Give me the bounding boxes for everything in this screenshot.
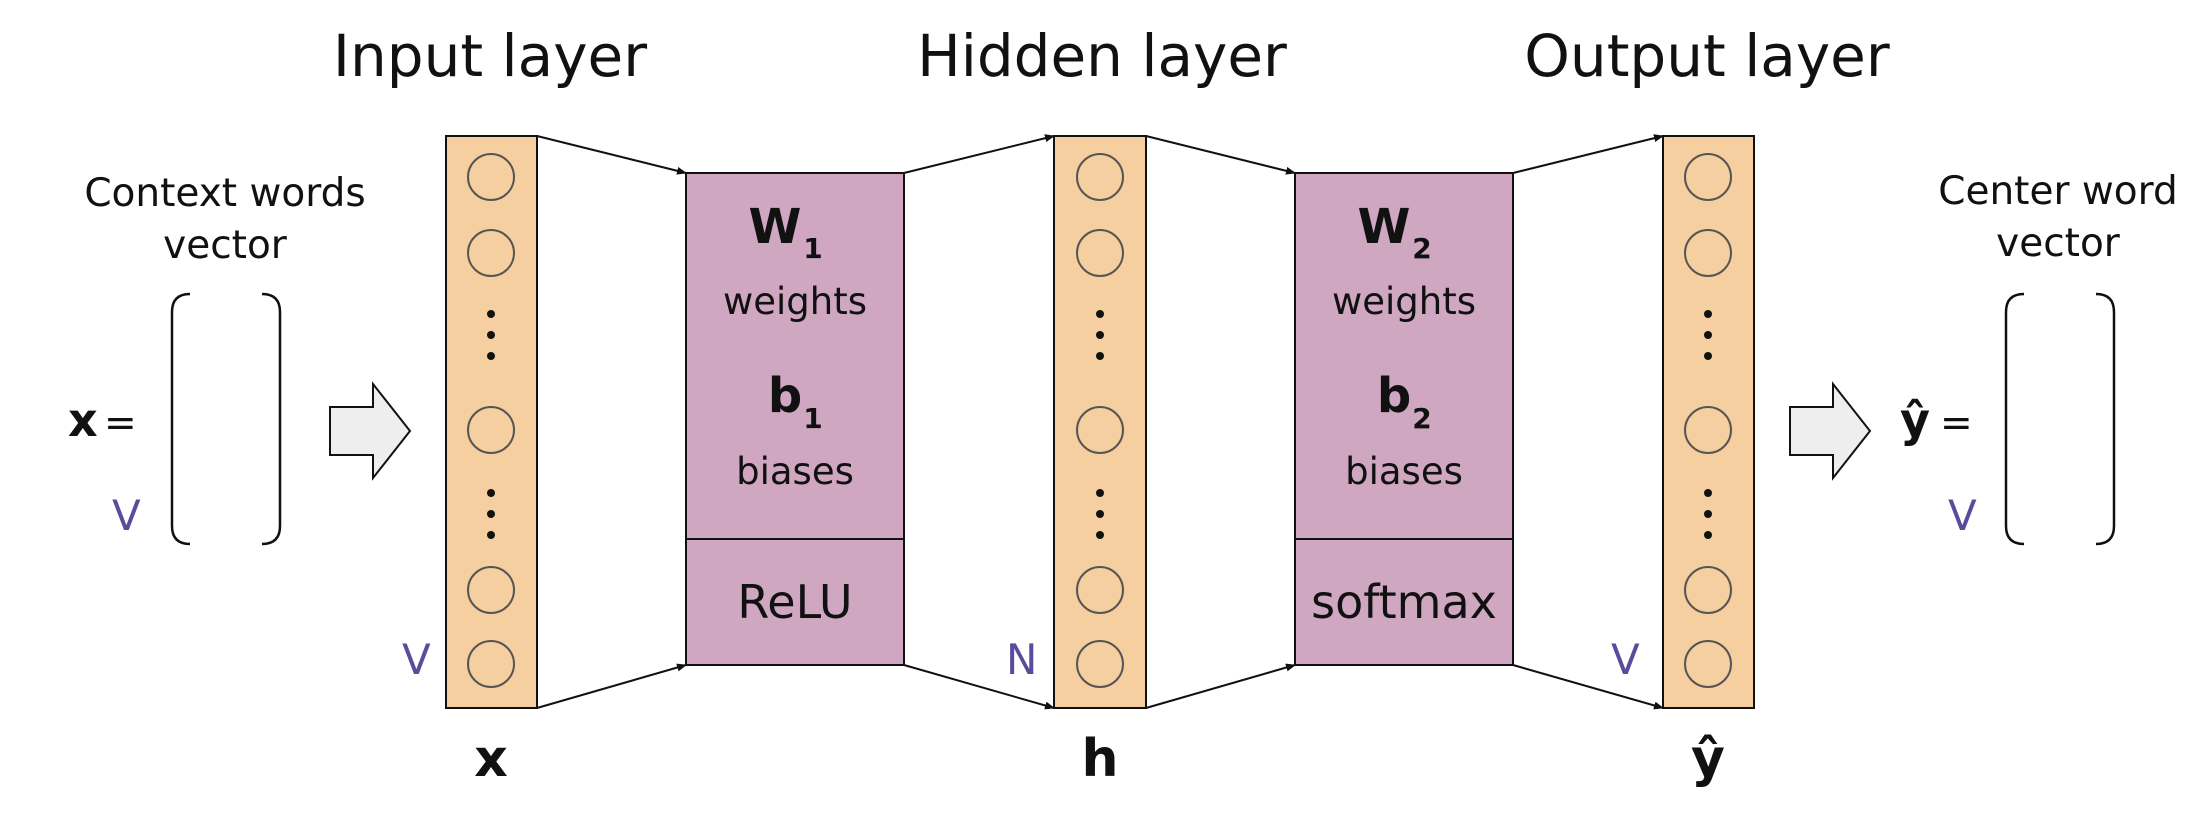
right-bracket-close [2095, 292, 2116, 546]
hidden-ellipsis-vertical-ellipsis-icon [1096, 331, 1104, 339]
block-1-weight-symbol: W [749, 199, 802, 255]
block-1-box [685, 172, 905, 666]
title-hidden-layer: Hidden layer [917, 22, 1287, 90]
right-bracket-open [2004, 292, 2025, 546]
connector-block1-bottom [903, 664, 1055, 710]
input-neuron-circle-icon [467, 153, 515, 201]
hidden-layer-dim-label: N [1006, 635, 1037, 684]
input-neuron-circle-icon [467, 229, 515, 277]
hidden-neuron-circle-icon [1076, 406, 1124, 454]
hidden-layer-label: h [1081, 729, 1118, 789]
hidden-layer-column [1053, 135, 1147, 709]
left-dim-label: V [112, 491, 141, 540]
hidden-neuron-circle-icon [1076, 566, 1124, 614]
left-var-symbol: x [68, 393, 98, 447]
input-layer-dim-label: V [402, 635, 431, 684]
left-equals: = [104, 401, 137, 446]
output-neuron-circle-icon [1684, 153, 1732, 201]
output-block-arrow-icon [1789, 381, 1872, 481]
block-2-bias-text: biases [1345, 450, 1463, 493]
left-bracket-close [261, 292, 282, 546]
connector-block1-top [903, 134, 1055, 174]
input-block-arrow-icon [329, 381, 412, 481]
input-ellipsis-vertical-ellipsis-icon [487, 331, 495, 339]
block-1-bias-subscript: 1 [803, 402, 822, 435]
right-equals: = [1940, 401, 1973, 446]
output-neuron-circle-icon [1684, 406, 1732, 454]
hidden-neuron-circle-icon [1076, 640, 1124, 688]
input-layer-label: x [474, 729, 508, 789]
output-layer-label: ŷ [1691, 729, 1725, 789]
output-layer-dim-label: V [1611, 635, 1640, 684]
block-2-weight-subscript: 2 [1412, 232, 1431, 265]
input-neuron-circle-icon [467, 566, 515, 614]
connector-block2-bottom [1512, 664, 1664, 710]
input-layer-column [445, 135, 538, 709]
output-neuron-circle-icon [1684, 566, 1732, 614]
input-ellipsis-vertical-ellipsis-icon [487, 352, 495, 360]
left-caption-line1: Context words [84, 171, 365, 216]
title-input-layer: Input layer [333, 22, 647, 90]
block-2-box [1294, 172, 1514, 666]
connector-hidden-bottom [1145, 663, 1296, 709]
title-output-layer: Output layer [1524, 22, 1890, 90]
connector-block2-top [1512, 134, 1664, 174]
output-ellipsis-vertical-ellipsis-icon [1704, 489, 1712, 497]
block-1 [685, 172, 905, 666]
output-ellipsis-vertical-ellipsis-icon [1704, 352, 1712, 360]
right-dim-label: V [1948, 491, 1977, 540]
input-ellipsis-vertical-ellipsis-icon [487, 489, 495, 497]
hidden-ellipsis-vertical-ellipsis-icon [1096, 310, 1104, 318]
block-2-weight-symbol: W [1358, 199, 1411, 255]
right-caption-line1: Center word [1938, 169, 2178, 214]
block-1-activation: ReLU [737, 575, 852, 629]
hidden-neuron-circle-icon [1076, 153, 1124, 201]
block-2-bias-symbol: b [1377, 368, 1411, 424]
hidden-ellipsis-vertical-ellipsis-icon [1096, 510, 1104, 518]
input-ellipsis-vertical-ellipsis-icon [487, 531, 495, 539]
output-ellipsis-vertical-ellipsis-icon [1704, 510, 1712, 518]
right-caption-line2: vector [1996, 221, 2121, 266]
block-2-activation: softmax [1311, 575, 1497, 629]
hidden-ellipsis-vertical-ellipsis-icon [1096, 489, 1104, 497]
output-ellipsis-vertical-ellipsis-icon [1704, 331, 1712, 339]
block-1-bias-text: biases [736, 450, 854, 493]
output-ellipsis-vertical-ellipsis-icon [1704, 310, 1712, 318]
block-1-weight-subscript: 1 [803, 232, 822, 265]
right-var-symbol: ŷ [1900, 393, 1930, 447]
output-ellipsis-vertical-ellipsis-icon [1704, 531, 1712, 539]
block-1-bias-symbol: b [768, 368, 802, 424]
input-neuron-circle-icon [467, 640, 515, 688]
output-neuron-circle-icon [1684, 640, 1732, 688]
input-ellipsis-vertical-ellipsis-icon [487, 310, 495, 318]
input-layer-box [445, 135, 538, 709]
hidden-ellipsis-vertical-ellipsis-icon [1096, 531, 1104, 539]
hidden-ellipsis-vertical-ellipsis-icon [1096, 352, 1104, 360]
input-neuron-circle-icon [467, 406, 515, 454]
block-2-weight-text: weights [1332, 280, 1476, 323]
connector-input-top [536, 135, 687, 175]
block-2-bias-subscript: 2 [1412, 402, 1431, 435]
connector-input-bottom [536, 663, 687, 709]
left-caption-line2: vector [163, 223, 288, 268]
hidden-layer-box [1053, 135, 1147, 709]
block-1-weight-text: weights [723, 280, 867, 323]
output-layer-column [1662, 135, 1755, 709]
output-layer-box [1662, 135, 1755, 709]
left-bracket-open [170, 292, 191, 546]
block-2 [1294, 172, 1514, 666]
input-ellipsis-vertical-ellipsis-icon [487, 510, 495, 518]
connector-hidden-top [1145, 135, 1296, 175]
hidden-neuron-circle-icon [1076, 229, 1124, 277]
output-neuron-circle-icon [1684, 229, 1732, 277]
